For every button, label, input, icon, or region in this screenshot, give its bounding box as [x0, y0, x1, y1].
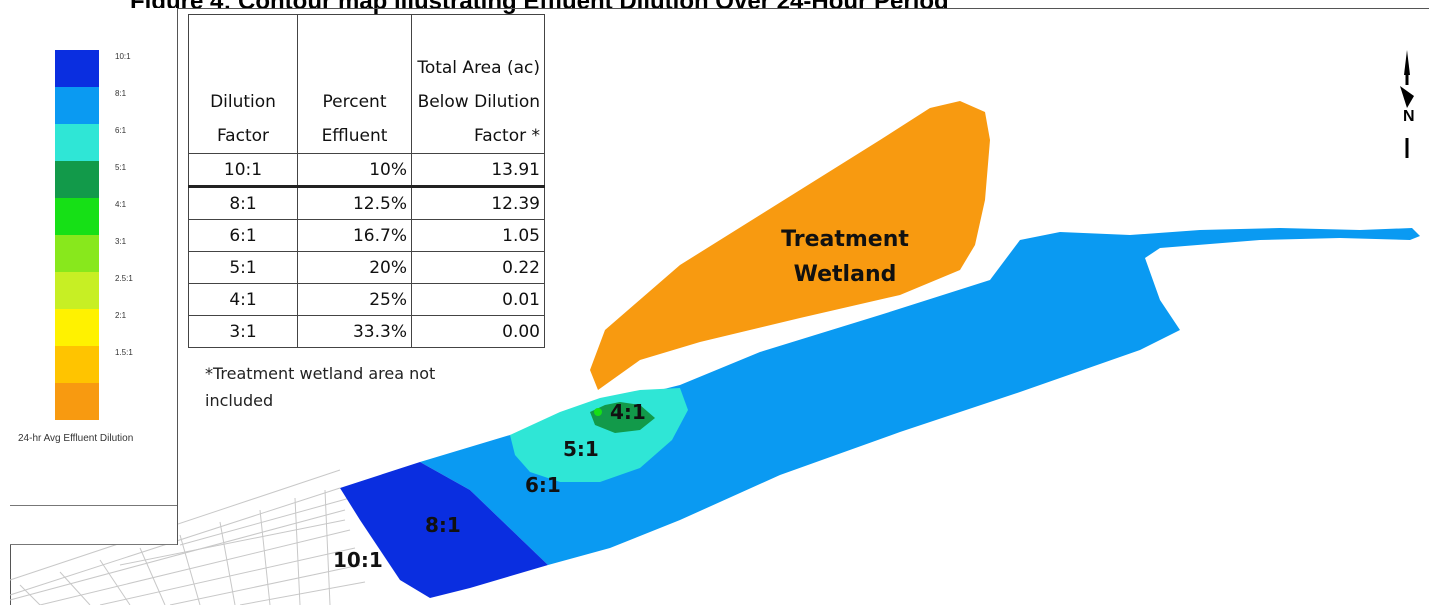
table-cell: 0.22 [411, 251, 545, 284]
table-cell: 10% [297, 153, 412, 188]
table-cell: 13.91 [411, 153, 545, 188]
table-cell: 12.5% [297, 186, 412, 220]
north-label: N [1403, 108, 1415, 125]
legend-caption: 24-hr Avg Effluent Dilution [18, 433, 134, 444]
table-header-cell: Total Area (ac) Below Dilution Factor * [411, 14, 545, 154]
table-cell: 3:1 [188, 315, 298, 348]
treatment-wetland-area [590, 101, 990, 390]
table-footnote: *Treatment wetland area not included [205, 364, 436, 410]
legend-swatch: 5:1 [55, 161, 126, 198]
legend-divider [10, 544, 177, 545]
legend-color-scale: 10:1 8:1 6:1 5:1 4:1 3:1 2.5:1 2:1 1.5:1 [55, 50, 133, 420]
outfall-point [594, 408, 602, 416]
table-cell: 1.05 [411, 219, 545, 252]
legend-label: 8:1 [115, 89, 127, 98]
table-cell: 10:1 [188, 153, 298, 188]
table-row: 6:1 16.7% 1.05 [188, 219, 545, 252]
table-cell: 16.7% [297, 219, 412, 252]
legend-divider [10, 505, 177, 506]
table-cell: 12.39 [411, 186, 545, 220]
table-row: 4:1 25% 0.01 [188, 283, 545, 316]
figure-title: Figure 4: Contour map illustrating Efflu… [130, 0, 949, 15]
legend-label: 2.5:1 [115, 274, 133, 283]
wetland-label-line: Treatment [781, 227, 909, 252]
table-cell: 33.3% [297, 315, 412, 348]
zone-label-6-1: 6:1 [525, 473, 561, 497]
legend-panel: 10:1 8:1 6:1 5:1 4:1 3:1 2.5:1 2:1 1.5:1… [10, 8, 178, 545]
north-arrow-icon [1400, 50, 1414, 158]
table-cell: 6:1 [188, 219, 298, 252]
legend-swatch [55, 383, 99, 420]
table-cell: 0.01 [411, 283, 545, 316]
dilution-table: Dilution Factor Percent Effluent Total A… [188, 14, 545, 348]
legend-label: 4:1 [115, 200, 127, 209]
table-header-cell: Dilution Factor [188, 14, 298, 154]
table-cell: 20% [297, 251, 412, 284]
zone-label-4-1: 4:1 [610, 400, 646, 424]
legend-label: 10:1 [115, 52, 131, 61]
legend-swatch: 2.5:1 [55, 272, 133, 309]
table-header-row: Dilution Factor Percent Effluent Total A… [188, 14, 545, 154]
legend-swatch: 1.5:1 [55, 346, 133, 383]
legend-label: 1.5:1 [115, 348, 133, 357]
mesh-grid [9, 469, 366, 605]
treatment-wetland-label: Treatment Wetland [760, 222, 930, 292]
table-row: 5:1 20% 0.22 [188, 251, 545, 284]
legend-label: 2:1 [115, 311, 127, 320]
frame-top-border [10, 8, 1429, 9]
legend-swatch: 2:1 [55, 309, 126, 346]
table-cell: 25% [297, 283, 412, 316]
table-cell: 8:1 [188, 186, 298, 220]
table-cell: 5:1 [188, 251, 298, 284]
wetland-label-line: Wetland [793, 262, 897, 287]
table-header-cell: Percent Effluent [297, 14, 412, 154]
legend-label: 5:1 [115, 163, 127, 172]
zone-label-5-1: 5:1 [563, 437, 599, 461]
legend-swatch: 3:1 [55, 235, 126, 272]
legend-label: 3:1 [115, 237, 127, 246]
legend-swatch: 6:1 [55, 124, 126, 161]
table-row: 10:1 10% 13.91 [188, 153, 545, 188]
zone-label-10-1: 10:1 [333, 548, 383, 572]
zone-label-8-1: 8:1 [425, 513, 461, 537]
dilution-zone-5-1 [590, 402, 655, 433]
dilution-zone-8-1 [420, 228, 1420, 565]
table-row: 3:1 33.3% 0.00 [188, 315, 545, 348]
legend-label: 6:1 [115, 126, 127, 135]
legend-swatch: 10:1 [55, 50, 131, 87]
dilution-zone-10-1 [340, 462, 548, 598]
legend-swatch: 4:1 [55, 198, 126, 235]
table-row: 8:1 12.5% 12.39 [188, 186, 545, 220]
table-cell: 4:1 [188, 283, 298, 316]
legend-swatch: 8:1 [55, 87, 126, 124]
table-cell: 0.00 [411, 315, 545, 348]
